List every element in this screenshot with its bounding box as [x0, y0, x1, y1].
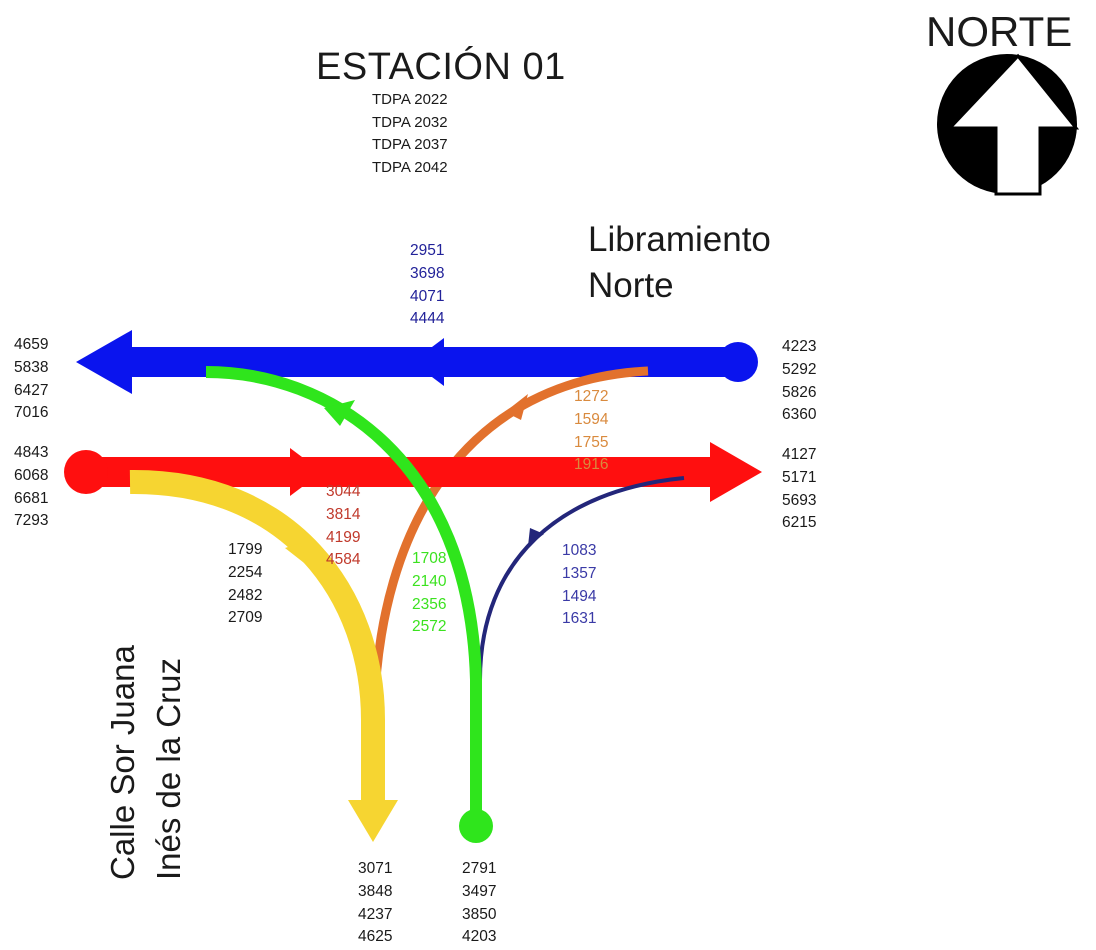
volume-value: 3497 — [462, 882, 497, 900]
volume-value: 2356 — [412, 595, 447, 613]
volume-value: 6215 — [782, 514, 817, 532]
north-label: NORTE — [926, 8, 1073, 55]
volume-value: 3850 — [462, 905, 497, 923]
tdpa-year: TDPA 2042 — [372, 158, 448, 176]
volume-value: 3698 — [410, 264, 445, 282]
volume-east-out: 4127 5171 5693 6215 — [782, 444, 816, 535]
volume-west-to-south: 1799 2254 2482 2709 — [228, 539, 262, 630]
volume-value: 1083 — [562, 542, 597, 559]
volume-through-westbound: 2951 3698 4071 4444 — [410, 240, 444, 331]
volume-value: 4584 — [326, 551, 361, 569]
tdpa-year-list: TDPA 2022 TDPA 2032 TDPA 2037 TDPA 2042 — [372, 89, 448, 179]
station-title: ESTACIÓN 01 — [316, 46, 566, 88]
volume-value: 1272 — [574, 388, 609, 405]
volume-value: 2254 — [228, 563, 263, 581]
westbound-flow-arrow — [76, 330, 758, 394]
volume-value: 4625 — [358, 928, 393, 946]
volume-value: 7293 — [14, 512, 49, 530]
south-to-west-flow — [205, 366, 493, 843]
tdpa-year: TDPA 2022 — [372, 91, 448, 108]
volume-value: 1916 — [574, 456, 609, 474]
tdpa-year: TDPA 2032 — [372, 113, 448, 131]
volume-value: 6068 — [14, 466, 49, 484]
south-to-east-flow — [478, 476, 685, 681]
volume-south-out: 3071 3848 4237 4625 — [358, 858, 392, 949]
volume-value: 2709 — [228, 609, 263, 627]
volume-south-to-west: 1708 2140 2356 2572 — [412, 548, 446, 639]
volume-value: 1494 — [562, 587, 597, 605]
north-arrow-icon — [937, 53, 1080, 196]
volume-value: 1799 — [228, 541, 263, 558]
volume-value: 3071 — [358, 860, 393, 877]
road-name-line: Libramiento — [588, 220, 771, 259]
volume-value: 4127 — [782, 446, 817, 463]
volume-value: 6427 — [14, 381, 49, 399]
eastbound-flow-arrow — [64, 442, 762, 502]
volume-value: 2951 — [410, 242, 445, 259]
volume-value: 6360 — [782, 406, 817, 424]
volume-value: 7016 — [14, 404, 49, 422]
volume-value: 5838 — [14, 358, 49, 376]
volume-value: 1594 — [574, 410, 609, 428]
volume-value: 4203 — [462, 928, 497, 946]
volume-value: 4843 — [14, 444, 49, 461]
volume-value: 2791 — [462, 860, 497, 877]
volume-value: 4659 — [14, 336, 49, 353]
volume-value: 2140 — [412, 572, 447, 590]
volume-value: 2572 — [412, 618, 447, 636]
road-name-libramiento-norte: Libramiento Norte — [588, 217, 771, 309]
volume-east-to-south: 1272 1594 1755 1916 — [574, 386, 608, 477]
volume-value: 4237 — [358, 905, 393, 923]
volume-value: 1755 — [574, 433, 609, 451]
volume-value: 1708 — [412, 550, 447, 567]
volume-value: 1357 — [562, 564, 597, 582]
volume-value: 2482 — [228, 586, 263, 604]
volume-south-in: 2791 3497 3850 4203 — [462, 858, 496, 949]
road-name-line: Calle Sor Juana — [104, 645, 141, 880]
volume-value: 1631 — [562, 610, 597, 628]
volume-value: 3848 — [358, 882, 393, 900]
volume-value: 4071 — [410, 287, 445, 305]
road-name-sor-juana: Calle Sor Juana Inés de la Cruz — [100, 590, 192, 880]
west-to-south-flow — [129, 469, 398, 842]
volume-value: 5171 — [782, 468, 817, 486]
volume-value: 4223 — [782, 338, 817, 355]
road-name-line: Inés de la Cruz — [150, 658, 187, 880]
tdpa-year: TDPA 2037 — [372, 136, 448, 153]
volume-south-to-east: 1083 1357 1494 1631 — [562, 540, 596, 631]
volume-west-out: 4659 5838 6427 7016 — [14, 334, 48, 425]
volume-east-in: 4223 5292 5826 6360 — [782, 336, 816, 427]
volume-value: 5826 — [782, 383, 817, 401]
volume-value: 3814 — [326, 505, 361, 523]
volume-value: 5693 — [782, 491, 817, 509]
volume-value: 4199 — [326, 528, 361, 546]
volume-value: 3044 — [326, 483, 361, 500]
volume-through-eastbound: 3044 3814 4199 4584 — [326, 481, 360, 572]
road-name-line: Norte — [588, 266, 674, 305]
volume-value: 4444 — [410, 310, 445, 328]
volume-value: 6681 — [14, 489, 49, 507]
volume-west-in: 4843 6068 6681 7293 — [14, 442, 48, 533]
volume-value: 5292 — [782, 360, 817, 378]
